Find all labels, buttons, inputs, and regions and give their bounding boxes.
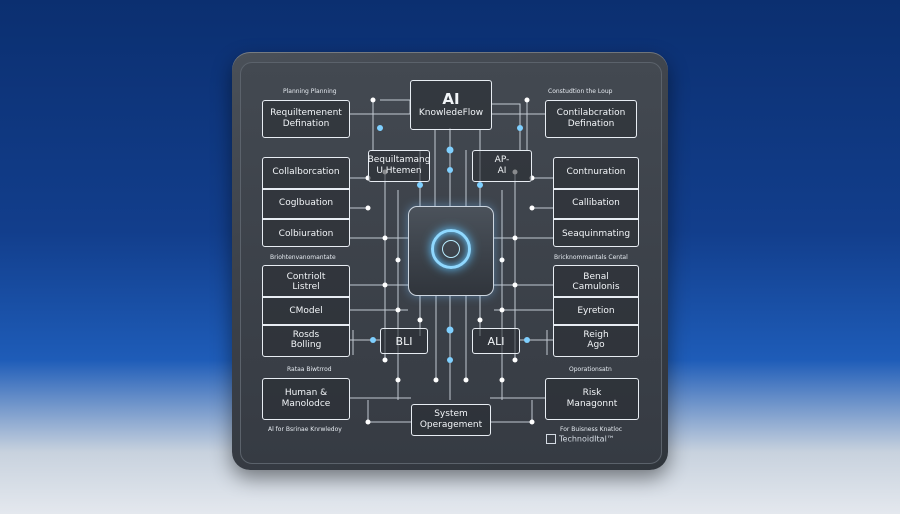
- ap-ai-label: AP- AI: [494, 155, 510, 176]
- risk-management-label: Risk Managonnt: [566, 388, 618, 409]
- construction-stack-row-3: Seaquinmating: [561, 229, 631, 239]
- benal-row-1: Benal Camulonis: [572, 272, 620, 292]
- caption-bottom-left: Al for Bsrinae Knrwledoy: [268, 426, 342, 433]
- caption-low-left: Rataa Biwtrrod: [287, 366, 332, 373]
- divider: [554, 324, 638, 326]
- construction-stack-row-2: Callibation: [572, 198, 620, 208]
- caption-top-left: Planning Planning: [283, 88, 337, 95]
- bli-box: BLI: [380, 328, 428, 354]
- bequiltamang-box: Bequiltamang U Htemen: [368, 150, 430, 182]
- benal-row-3: Reigh Ago: [583, 330, 609, 350]
- divider: [554, 218, 638, 220]
- caption-mid-left: Briohtenvanomantate: [270, 254, 336, 261]
- divider: [263, 218, 349, 220]
- ap-ai-box: AP- AI: [472, 150, 532, 182]
- control-model-row-1: Contriolt Listrel: [286, 272, 326, 292]
- brand-logo: TechnoidItal™: [546, 434, 615, 444]
- caption-top-right: Constudtion the Loup: [548, 88, 613, 95]
- central-ai-chip: [408, 206, 494, 296]
- ai-knowledgeflow-box: AI KnowledeFlow: [410, 80, 492, 130]
- divider: [263, 296, 349, 298]
- ali-box: ALI: [472, 328, 520, 354]
- control-model-stack: Contriolt Listrel CModel Rosds Bolling: [262, 265, 350, 357]
- bli-label: BLI: [395, 334, 413, 348]
- ai-title: AI: [442, 90, 460, 108]
- requirement-definition-label: Requiltemenent Defination: [270, 108, 342, 129]
- divider: [263, 188, 349, 190]
- construction-stack-row-1: Contnuration: [566, 167, 626, 177]
- collaboration-definition-box: Contilabcration Defination: [545, 100, 637, 138]
- human-knowledge-label: Human & Manolodce: [281, 388, 331, 409]
- risk-management-box: Risk Managonnt: [545, 378, 639, 420]
- caption-mid-right: Bricknommantals Cental: [554, 254, 628, 261]
- requirement-definition-box: Requiltemenent Defination: [262, 100, 350, 138]
- collaboration-definition-label: Contilabcration Defination: [556, 108, 626, 129]
- brand-text: TechnoidItal™: [559, 434, 615, 444]
- caption-low-right: Oporationsatn: [569, 366, 612, 373]
- system-operagement-label: System Operagement: [419, 409, 483, 430]
- logo-mark-icon: [546, 434, 556, 444]
- control-model-row-2: CModel: [289, 306, 323, 316]
- collaboration-stack: Collalborcation Coglbuation Colbiuration: [262, 157, 350, 247]
- collaboration-stack-row-1: Collalborcation: [272, 167, 340, 177]
- ai-subtitle: KnowledeFlow: [418, 108, 484, 118]
- bequiltamang-label: Bequiltamang U Htemen: [367, 155, 431, 176]
- divider: [263, 324, 349, 326]
- control-model-row-3: Rosds Bolling: [290, 330, 322, 350]
- benal-stack: Benal Camulonis Eyretion Reigh Ago: [553, 265, 639, 357]
- divider: [554, 296, 638, 298]
- benal-row-2: Eyretion: [577, 306, 615, 316]
- collaboration-stack-row-2: Coglbuation: [278, 198, 334, 208]
- divider: [554, 188, 638, 190]
- system-operagement-box: System Operagement: [411, 404, 491, 436]
- human-knowledge-box: Human & Manolodce: [262, 378, 350, 420]
- collaboration-stack-row-3: Colbiuration: [278, 229, 334, 239]
- caption-bottom-right: For Buisness Knatloc: [560, 426, 623, 433]
- construction-stack: Contnuration Callibation Seaquinmating: [553, 157, 639, 247]
- ali-label: ALI: [487, 334, 505, 348]
- circuit-brain-icon: [431, 229, 471, 269]
